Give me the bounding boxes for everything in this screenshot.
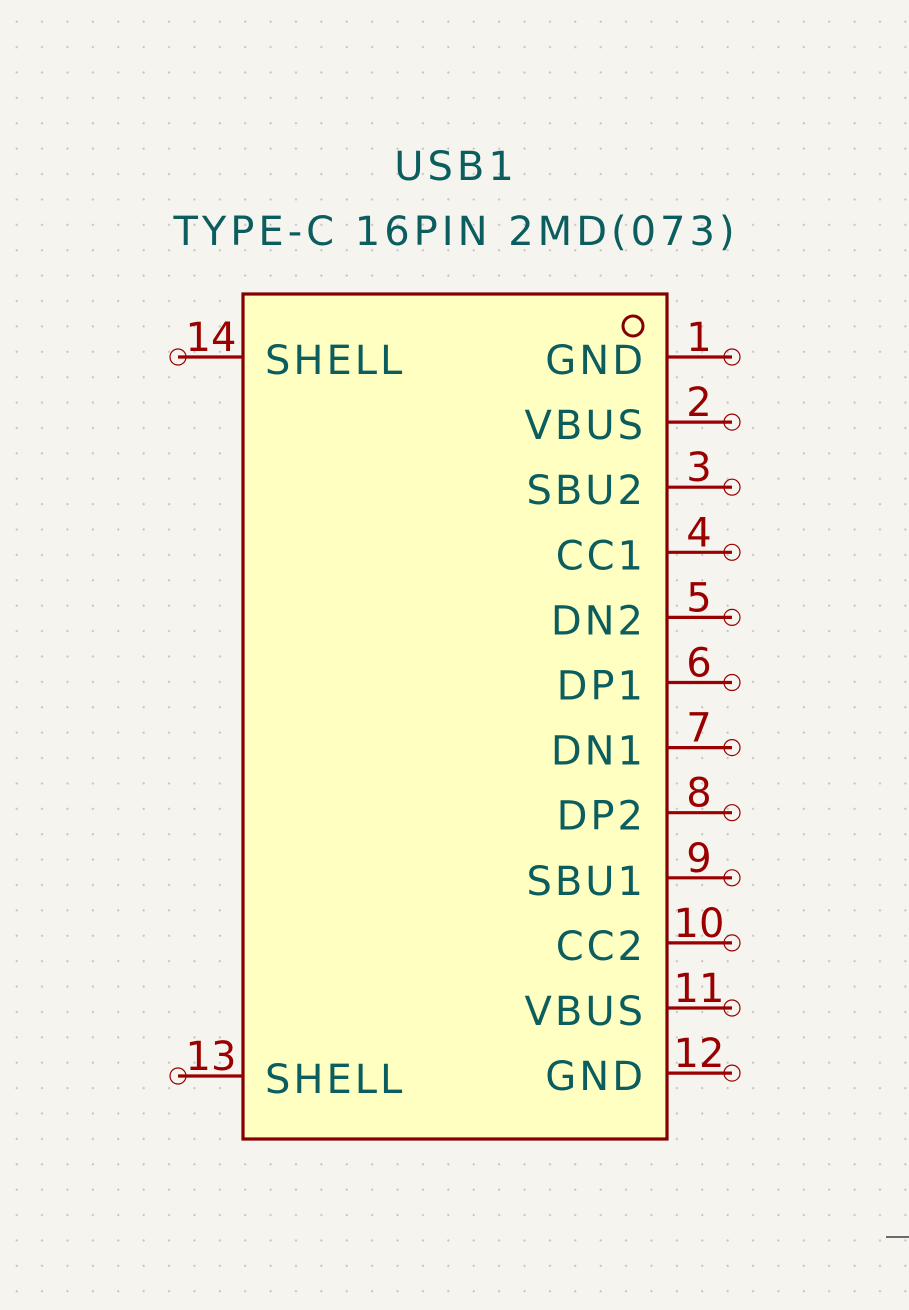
pin-endpoint-icon[interactable]	[169, 1067, 187, 1085]
pin-endpoint-icon[interactable]	[723, 804, 741, 822]
pin-endpoint-icon[interactable]	[723, 543, 741, 561]
pin-name: VBUS	[525, 403, 646, 449]
pin-number: 5	[686, 575, 711, 621]
pin-number: 8	[686, 771, 711, 817]
pin-name: DP1	[557, 664, 646, 710]
pin-number: 2	[686, 380, 711, 426]
pin-name: GND	[545, 1054, 646, 1100]
pin-name: SHELL	[265, 1057, 405, 1103]
pin-number: 3	[686, 445, 711, 491]
pin-name: CC1	[556, 533, 646, 579]
pin-endpoint-icon[interactable]	[723, 934, 741, 952]
pin-number: 12	[674, 1031, 725, 1077]
pin-number: 9	[686, 836, 711, 882]
pin-endpoint-icon[interactable]	[723, 999, 741, 1017]
pin-endpoint-icon[interactable]	[723, 608, 741, 627]
pin-number: 14	[186, 315, 237, 361]
pin-name: DN1	[551, 729, 646, 775]
component-body[interactable]	[241, 292, 669, 1141]
pin-name: CC2	[556, 924, 646, 970]
pin-number: 1	[686, 315, 711, 361]
pin-group: 1GND2VBUS3SBU24CC15DN26DP17DN18DP29SBU11…	[169, 315, 741, 1103]
pin-name: GND	[545, 338, 646, 384]
pin-number: 10	[674, 901, 725, 947]
pin1-marker-icon	[621, 314, 645, 338]
pin-endpoint-icon[interactable]	[169, 348, 187, 366]
pin-endpoint-icon[interactable]	[723, 478, 741, 496]
pin-endpoint-icon[interactable]	[723, 1064, 741, 1082]
pin-name: DP2	[557, 794, 646, 840]
pin-number: 13	[186, 1034, 237, 1080]
symbol-value[interactable]: TYPE-C 16PIN 2MD(073)	[172, 209, 738, 255]
pin-endpoint-icon[interactable]	[723, 869, 741, 887]
pin-name: SBU1	[526, 859, 646, 905]
pin-name: VBUS	[525, 989, 646, 1035]
pin-number: 7	[686, 706, 711, 752]
pin-number: 6	[686, 641, 711, 687]
pin-endpoint-icon[interactable]	[723, 348, 741, 366]
pin-name: SBU2	[526, 468, 646, 514]
pin-endpoint-icon[interactable]	[723, 738, 741, 757]
pin-name: DN2	[551, 598, 646, 644]
pin-name: SHELL	[265, 338, 405, 384]
pin-number: 11	[674, 966, 725, 1012]
pin-number: 4	[686, 510, 711, 556]
symbol-reference[interactable]: USB1	[394, 144, 518, 190]
pin-endpoint-icon[interactable]	[723, 673, 741, 692]
pin-endpoint-icon[interactable]	[723, 413, 741, 431]
